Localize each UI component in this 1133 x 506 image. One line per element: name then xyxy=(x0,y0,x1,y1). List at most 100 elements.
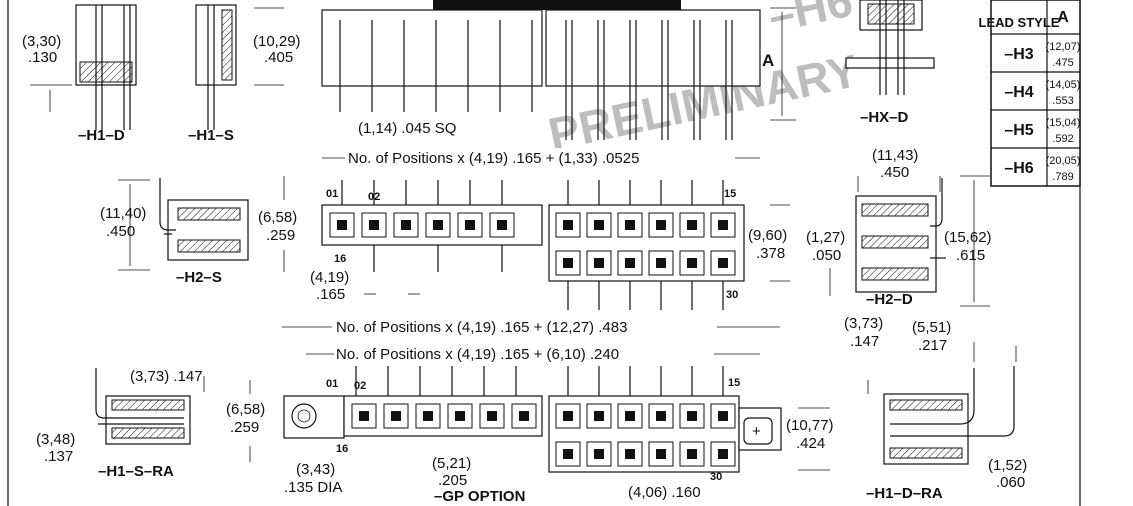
h1sra-dim-a: (3,73) .147 xyxy=(130,368,203,385)
contact-pin xyxy=(718,449,728,459)
table-row-inch: .475 xyxy=(1052,57,1073,69)
gp-height-dim-in: .424 xyxy=(796,435,825,452)
row-dim-in: .378 xyxy=(756,245,785,262)
gp-option-label: –GP OPTION xyxy=(434,488,525,505)
top-view-connector: 01 02 15 16 30 (6,58) .259 (4,19) .165 (… xyxy=(258,176,790,310)
h1s-label: –H1–S xyxy=(188,127,234,144)
gp-height-dim-mm: (10,77) xyxy=(786,417,834,434)
h2-s-view: (11,40) .450 –H2–S xyxy=(100,178,249,286)
pin-number-30: 30 xyxy=(710,471,722,483)
contact-pin xyxy=(718,258,728,268)
contact-cell xyxy=(586,441,612,467)
contact-pin xyxy=(625,449,635,459)
contact-pin xyxy=(687,220,697,230)
contact-pin xyxy=(359,411,369,421)
row-dim-mm: (9,60) xyxy=(748,227,787,244)
h2d-label: –H2–D xyxy=(866,291,913,308)
h2s-label: –H2–S xyxy=(176,269,222,286)
pin-number-16: 16 xyxy=(334,253,346,265)
contact-pin xyxy=(594,220,604,230)
h1dra-dim-c-in: .060 xyxy=(996,474,1025,491)
contact-pin xyxy=(656,258,666,268)
h2d-height-in: .615 xyxy=(956,247,985,264)
pin-number-16: 16 xyxy=(336,443,348,455)
contact-pin xyxy=(487,411,497,421)
pin-number-02: 02 xyxy=(354,380,366,392)
contact-pin xyxy=(433,220,443,230)
h2d-height-mm: (15,62) xyxy=(944,229,992,246)
table-header-lead-style: LEAD STYLE xyxy=(979,15,1060,30)
gp-mount-hole xyxy=(291,403,317,429)
contact-pin xyxy=(563,449,573,459)
pin-number-15: 15 xyxy=(728,377,740,389)
contact-pin xyxy=(563,258,573,268)
body-dim-in: .259 xyxy=(266,227,295,244)
pitch-dim-in: .165 xyxy=(316,286,345,303)
contact-pin xyxy=(656,220,666,230)
h1d-dim-mm: (3,30) xyxy=(22,33,61,50)
contact-pin xyxy=(625,258,635,268)
pin-number-15: 15 xyxy=(724,188,736,200)
contact-pin xyxy=(369,220,379,230)
contact-pin xyxy=(423,411,433,421)
table-row-style: –H4 xyxy=(1004,84,1033,101)
contact-pin xyxy=(497,220,507,230)
h1sra-dim-in: .137 xyxy=(44,448,73,465)
h2s-dim-mm: (11,40) xyxy=(100,205,146,222)
contact-cell xyxy=(393,212,419,238)
top-side-elevation: A (1,14) .045 SQ xyxy=(321,0,796,140)
contact-pin xyxy=(687,258,697,268)
table-row-inch: .789 xyxy=(1052,171,1073,183)
gp-hole-dim-mm: (3,43) xyxy=(296,461,335,478)
table-row-style: –H6 xyxy=(1004,160,1033,177)
contact-cell xyxy=(555,212,581,238)
contact-pin xyxy=(594,411,604,421)
contact-pin xyxy=(594,449,604,459)
contact-pin xyxy=(401,220,411,230)
contact-pin xyxy=(656,411,666,421)
contact-pin xyxy=(594,258,604,268)
table-row-inch: .592 xyxy=(1052,133,1073,145)
contact-pin xyxy=(625,411,635,421)
gp-body-dim-mm: (6,58) xyxy=(226,401,265,418)
elevation-right-housing xyxy=(545,9,761,87)
lead-style-table: LEAD STYLE A –H3 (12,07) .475 –H4 (14,05… xyxy=(979,0,1081,187)
table-row-mm: (15,04) xyxy=(1046,117,1081,129)
table-row-mm: (20,05) xyxy=(1046,155,1081,167)
h1-d-view: (3,30) .130 –H1–D xyxy=(22,4,137,144)
h1dra-label: –H1–D–RA xyxy=(866,485,943,502)
contact-pin xyxy=(455,411,465,421)
contact-cell xyxy=(710,250,736,276)
table-row-mm: (14,05) xyxy=(1046,79,1081,91)
h1dra-dim-b-mm: (5,51) xyxy=(912,319,951,336)
h2d-width-mm: (11,43) xyxy=(872,147,918,164)
h2d-width-in: .450 xyxy=(880,164,909,181)
positions-dim-top: No. of Positions x (4,19) .165 + (1,33) … xyxy=(348,150,639,167)
table-row-mm: (12,07) xyxy=(1046,41,1081,53)
body-dim-mm: (6,58) xyxy=(258,209,297,226)
contact-pin xyxy=(718,220,728,230)
h2d-offset-mm: (1,27) xyxy=(806,229,845,246)
pin-number-01: 01 xyxy=(326,188,338,200)
pin-number-01: 01 xyxy=(326,378,338,390)
hxd-label: –HX–D xyxy=(860,109,909,126)
dim-a-label: A xyxy=(762,51,774,70)
gp-right-housing xyxy=(548,395,740,473)
pitch-dim-mm: (4,19) xyxy=(310,269,349,286)
contact-pin xyxy=(465,220,475,230)
gp-offset-dim-mm: (5,21) xyxy=(432,455,471,472)
contact-pin xyxy=(519,411,529,421)
h2d-offset-in: .050 xyxy=(812,247,841,264)
gp-body-dim-in: .259 xyxy=(230,419,259,436)
contact-pin xyxy=(687,411,697,421)
contact-pin xyxy=(656,449,666,459)
h1s-dim-mm: (10,29) xyxy=(253,33,301,50)
gp-hole-dim-in: .135 DIA xyxy=(284,479,342,496)
positions-dim-gp-outer: No. of Positions x (4,19) .165 + (12,27)… xyxy=(336,319,627,336)
h2s-dim-in: .450 xyxy=(106,223,135,240)
elevation-left-housing xyxy=(321,9,543,87)
h1-d-ra-view: (3,73) .147 (5,51) .217 (1,52) .060 –H1–… xyxy=(844,315,1027,502)
pin-square-dim: (1,14) .045 SQ xyxy=(358,120,456,137)
gp-tab-dim: (4,06) .160 xyxy=(628,484,701,501)
